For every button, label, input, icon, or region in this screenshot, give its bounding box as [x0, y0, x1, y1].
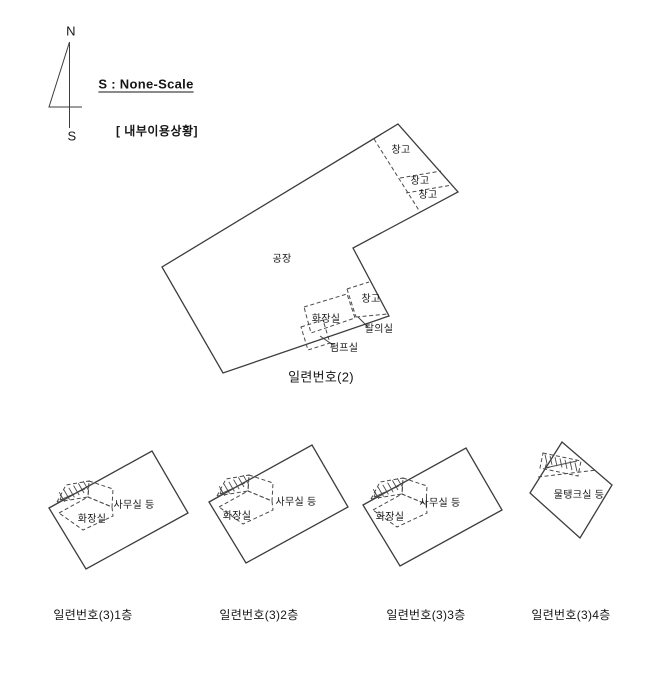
warehouse-low-label: 창고	[418, 190, 438, 201]
annex2-office-label: 사무실 등	[275, 497, 317, 508]
annex3-toilet-label: 화장실	[375, 512, 405, 523]
dressing-room-label: 탈의실	[364, 324, 394, 335]
compass-north-label: N	[66, 23, 76, 39]
annex-floor4-plan	[529, 441, 613, 540]
main-building-serial-label: 일련번호(2)	[288, 369, 354, 385]
factory-room-label: 공장	[272, 254, 292, 265]
compass-south-label: S	[67, 128, 77, 144]
section-title: [ 내부이용상황]	[115, 124, 199, 138]
annex1-office-label: 사무실 등	[113, 500, 155, 511]
pump-room-label: 펌프실	[329, 343, 359, 354]
toilet-room-label: 화장실	[311, 314, 341, 325]
annex4-tank-room-label: 물탱크실 등	[553, 490, 605, 501]
annex1-toilet-label: 화장실	[77, 514, 107, 525]
annex3-office-label: 사무실 등	[419, 498, 461, 509]
scale-note: S : None-Scale	[98, 76, 194, 92]
warehouse-south-label: 창고	[361, 294, 381, 305]
annex1-serial-label: 일련번호(3)1층	[53, 608, 133, 622]
factory-outline	[161, 123, 460, 374]
main-building-plan	[161, 123, 460, 374]
annex4-serial-label: 일련번호(3)4층	[531, 608, 611, 622]
warehouse-top-label: 창고	[391, 145, 411, 156]
warehouse-mid-label: 창고	[410, 176, 430, 187]
annex-floor-plan	[48, 450, 189, 570]
compass-north-arrow-icon	[48, 41, 82, 128]
annex3-serial-label: 일련번호(3)3층	[386, 608, 466, 622]
annex2-serial-label: 일련번호(3)2층	[219, 608, 299, 622]
annex2-toilet-label: 화장실	[222, 511, 252, 522]
